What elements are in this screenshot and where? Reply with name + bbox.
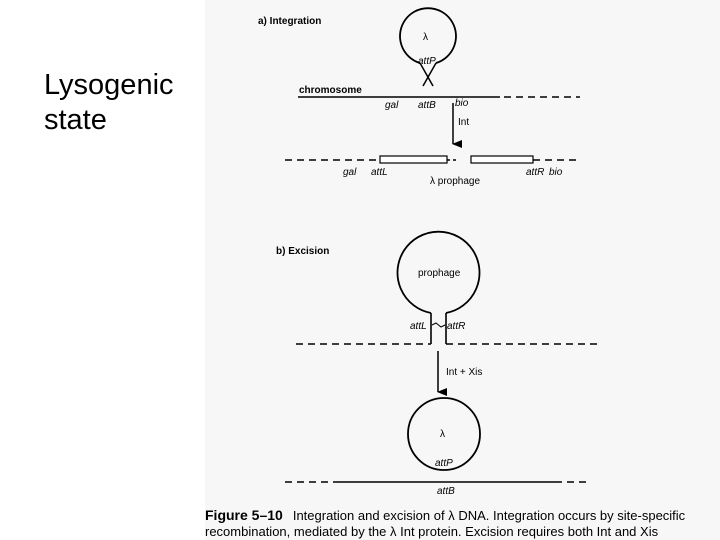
attB-label-b: attB	[437, 486, 455, 497]
attP-label-b: attP	[435, 458, 453, 469]
attR-label-b: attR	[447, 321, 465, 332]
attB-label-a: attB	[418, 100, 436, 111]
lambda-symbol: λ	[423, 32, 428, 43]
prophage-label-b: prophage	[418, 268, 461, 279]
prophage-loop	[296, 230, 600, 345]
chromosome-label: chromosome	[299, 85, 362, 96]
bio-label-a: bio	[455, 98, 469, 109]
lambda-phage-circle	[399, 7, 457, 87]
panel-b-heading: b) Excision	[276, 246, 329, 257]
figure-scan-background	[205, 0, 720, 540]
int-xis-label: Int + Xis	[446, 367, 482, 378]
excised-lambda-circle	[407, 397, 481, 471]
gal-label-a2: gal	[343, 167, 357, 178]
caption-text-1: Integration and excision of λ DNA. Integ…	[292, 508, 686, 523]
figure-number: Figure 5–10	[205, 507, 283, 523]
attL-label-a: attL	[371, 167, 388, 178]
lambda-prophage-label: λ prophage	[430, 176, 480, 187]
bio-label-a2: bio	[549, 167, 563, 178]
int-enzyme-label: Int	[458, 117, 469, 128]
caption-line-2: recombination, mediated by the λ Int pro…	[205, 524, 659, 539]
attP-label: attP	[418, 56, 436, 67]
caption-line-1: Figure 5–10 Integration and excision of λ…	[205, 507, 720, 524]
panel-a-heading: a) Integration	[258, 16, 321, 27]
figure-caption: Figure 5–10 Integration and excision of λ…	[205, 507, 720, 540]
slide-title-line-1: Lysogenic	[44, 69, 174, 101]
attR-label-a: attR	[526, 167, 544, 178]
slide-title-line-2: state	[44, 104, 107, 136]
lambda-symbol-b: λ	[440, 429, 445, 440]
gal-label-a: gal	[385, 100, 399, 111]
integrated-prophage-chromosome	[285, 155, 580, 164]
attL-label-b: attL	[410, 321, 427, 332]
